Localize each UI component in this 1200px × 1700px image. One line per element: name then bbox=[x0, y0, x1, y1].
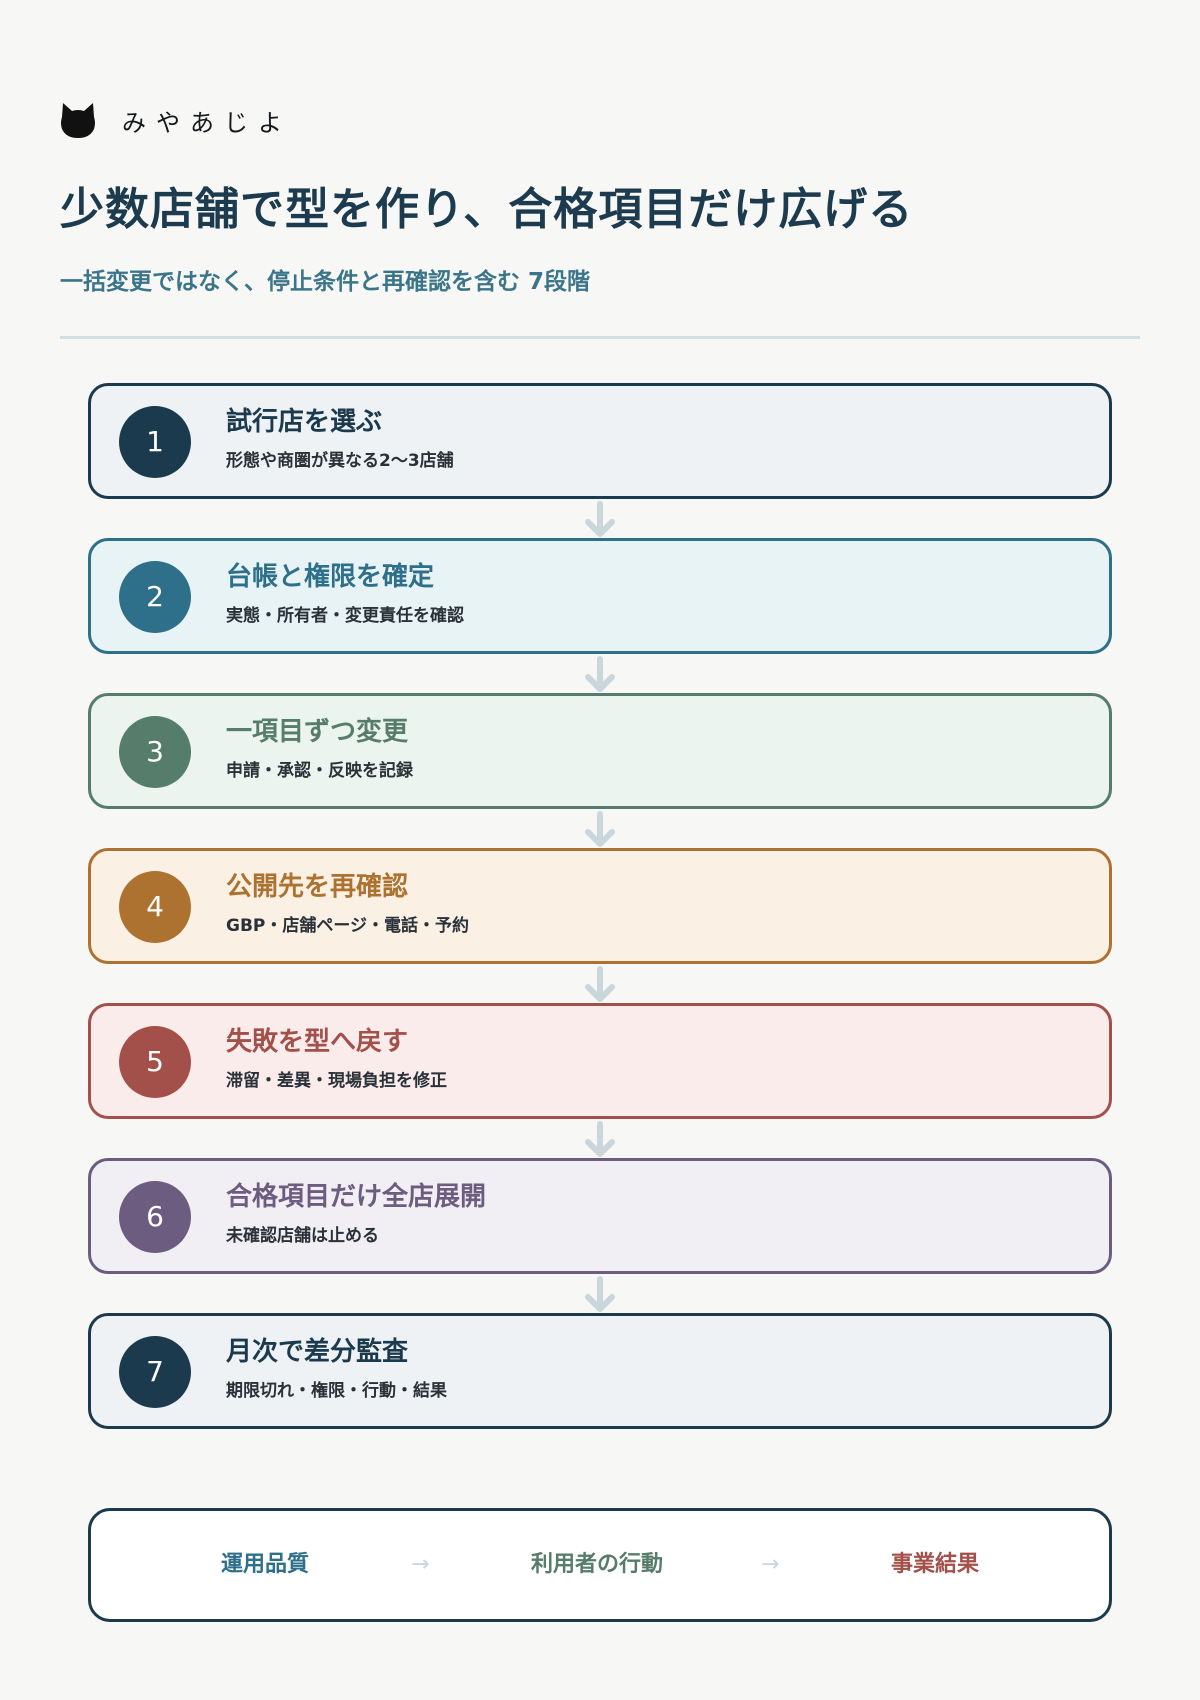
step-card: 3 一項目ずつ変更申請・承認・反映を記録 bbox=[88, 693, 1112, 809]
outcome-item-user-behavior: 利用者の行動 bbox=[531, 1552, 664, 1577]
arrow-down-icon bbox=[585, 811, 615, 847]
page-subtitle: 一括変更ではなく、停止条件と再確認を含む 7段階 bbox=[60, 269, 591, 295]
brand-name: みやあじよ bbox=[122, 108, 292, 137]
page-title: 少数店舗で型を作り、合格項目だけ広げる bbox=[60, 184, 914, 235]
outcome-chain: 運用品質 → 利用者の行動 → 事業結果 bbox=[88, 1508, 1112, 1622]
arrow-right-icon: → bbox=[761, 1552, 780, 1577]
step-description: 申請・承認・反映を記録 bbox=[226, 761, 413, 781]
step-title: 合格項目だけ全店展開 bbox=[226, 1182, 487, 1212]
arrow-right-icon: → bbox=[411, 1552, 430, 1577]
step-description: 期限切れ・権限・行動・結果 bbox=[226, 1381, 447, 1401]
step-title: 失敗を型へ戻す bbox=[226, 1027, 409, 1057]
step-card: 5 失敗を型へ戻す滞留・差異・現場負担を修正 bbox=[88, 1003, 1112, 1119]
brand: みやあじよ bbox=[60, 100, 292, 140]
outcome-item-business-result: 事業結果 bbox=[891, 1552, 980, 1577]
cat-head-icon bbox=[61, 103, 95, 138]
step-description: 実態・所有者・変更責任を確認 bbox=[226, 606, 464, 626]
step-description: 未確認店舗は止める bbox=[226, 1226, 379, 1246]
arrow-down-icon bbox=[585, 501, 615, 537]
arrow-down-icon bbox=[585, 1121, 615, 1157]
outcome-item-operation-quality: 運用品質 bbox=[221, 1552, 310, 1577]
step-card: 6 合格項目だけ全店展開未確認店舗は止める bbox=[88, 1158, 1112, 1274]
step-number-badge: 7 bbox=[119, 1336, 191, 1408]
step-title: 台帳と権限を確定 bbox=[226, 562, 435, 592]
step-title: 一項目ずつ変更 bbox=[226, 717, 409, 747]
arrow-down-icon bbox=[585, 656, 615, 692]
step-card: 1 試行店を選ぶ形態や商圏が異なる2〜3店舗 bbox=[88, 383, 1112, 499]
step-number-badge: 6 bbox=[119, 1181, 191, 1253]
arrow-down-icon bbox=[585, 966, 615, 1002]
step-number-badge: 3 bbox=[119, 716, 191, 788]
step-number-badge: 4 bbox=[119, 871, 191, 943]
step-number-badge: 5 bbox=[119, 1026, 191, 1098]
step-card: 2 台帳と権限を確定実態・所有者・変更責任を確認 bbox=[88, 538, 1112, 654]
step-description: 形態や商圏が異なる2〜3店舗 bbox=[226, 451, 454, 471]
step-card: 4 公開先を再確認 GBP・店舗ページ・電話・予約 bbox=[88, 848, 1112, 964]
arrow-down-icon bbox=[585, 1276, 615, 1312]
step-card: 7 月次で差分監査期限切れ・権限・行動・結果 bbox=[88, 1313, 1112, 1429]
header-divider bbox=[60, 336, 1140, 339]
step-title: 試行店を選ぶ bbox=[226, 407, 383, 437]
step-number-badge: 1 bbox=[119, 406, 191, 478]
step-description: GBP・店舗ページ・電話・予約 bbox=[226, 916, 470, 936]
step-description: 滞留・差異・現場負担を修正 bbox=[226, 1071, 447, 1091]
step-title: 公開先を再確認 bbox=[226, 872, 409, 902]
step-title: 月次で差分監査 bbox=[226, 1337, 409, 1367]
step-number-badge: 2 bbox=[119, 561, 191, 633]
